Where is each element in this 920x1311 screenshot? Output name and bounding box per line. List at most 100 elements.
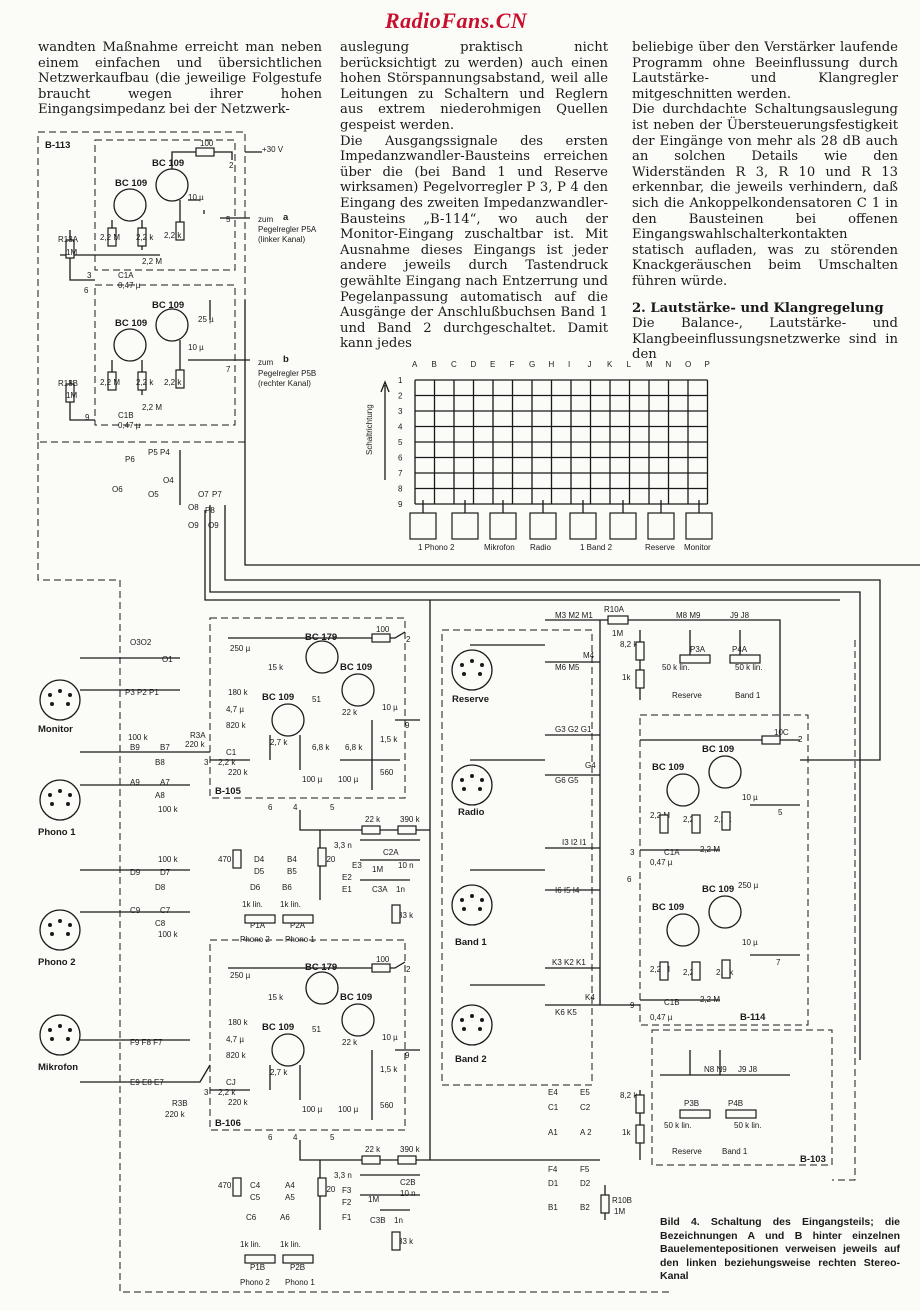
matrix-row-label: 8 [398,485,403,494]
section-heading: 2. Lautstärke- und Klangregelung [632,300,884,316]
din-pin [48,1028,52,1032]
svg-text:A1: A1 [548,1128,558,1137]
svg-text:3: 3 [87,271,92,280]
svg-text:2,2 M: 2,2 M [142,403,162,412]
key-button [409,512,437,540]
matrix-col-label: L [627,360,632,369]
svg-text:2,2 M: 2,2 M [100,378,120,387]
ground-dash [37,442,670,1293]
din-pin [462,672,466,676]
svg-text:820 k: 820 k [226,721,247,730]
svg-text:2,7 k: 2,7 k [270,738,288,747]
svg-text:P3A: P3A [690,645,706,654]
svg-text:2,7 k: 2,7 k [270,1068,288,1077]
svg-text:B9: B9 [130,743,140,752]
svg-text:O8: O8 [188,503,199,512]
svg-text:50 k lin.: 50 k lin. [735,663,763,672]
din-pin [58,789,62,793]
svg-text:4: 4 [293,1133,298,1142]
svg-text:250 µ: 250 µ [230,971,251,980]
svg-text:A6: A6 [280,1213,290,1222]
label-radio: Radio [458,807,485,818]
b114-stage-a: BC 109 BC 109 10C 2 10 µ 5 2,2 M 2,2 k 2… [627,728,803,884]
din-pin [480,778,484,782]
transistor [155,168,189,202]
svg-text:A 2: A 2 [580,1128,592,1137]
svg-text:M6 M5: M6 M5 [555,663,580,672]
svg-text:5: 5 [778,808,783,817]
svg-text:1,5 k: 1,5 k [380,735,398,744]
matrix-col-label: I [568,360,570,369]
svg-text:E4: E4 [548,1088,558,1097]
svg-text:D1: D1 [548,1179,559,1188]
svg-text:B8: B8 [155,758,165,767]
svg-text:100 k: 100 k [128,733,149,742]
din-socket [451,884,493,926]
svg-text:+30 V: +30 V [262,145,284,154]
label-mikrofon: Mikrofon [38,1062,78,1073]
matrix-col-label: N [666,360,672,369]
label-monitor: Monitor [38,724,73,735]
din-pin [66,702,70,706]
svg-text:O3O2: O3O2 [130,638,152,647]
module-b113-box [37,131,246,443]
b113-stage-b: BC 109 BC 109 25 µ 10 µ 2,2 M 2,2 k 2,2 … [100,300,316,412]
matrix-col-label: O [685,360,691,369]
svg-text:10 µ: 10 µ [382,1033,398,1042]
svg-text:D4: D4 [254,855,265,864]
din-pin [462,787,466,791]
paragraph: Die Balance-, Lautstärke- und Klangbeein… [632,316,898,363]
svg-text:50 k lin.: 50 k lin. [734,1121,762,1130]
svg-text:2,2 k: 2,2 k [164,231,182,240]
svg-text:100: 100 [200,139,214,148]
din-pin [462,907,466,911]
din-pin [66,932,70,936]
din-sockets [39,649,493,1056]
transistor [155,308,189,342]
svg-text:560: 560 [380,1101,394,1110]
key-button [609,512,637,540]
svg-text:3: 3 [204,758,209,767]
svg-text:Phono 2: Phono 2 [240,935,270,944]
svg-text:Phono 1: Phono 1 [285,1278,315,1287]
svg-text:BC 109: BC 109 [115,178,147,189]
svg-text:2: 2 [406,635,411,644]
din-pin [460,778,464,782]
matrix-col-label: E [490,360,495,369]
din-pin [478,1027,482,1031]
svg-text:220 k: 220 k [185,740,206,749]
svg-text:R13A: R13A [58,235,79,244]
svg-text:Radio: Radio [530,543,551,552]
svg-text:R3A: R3A [190,731,206,740]
svg-text:O7: O7 [198,490,209,499]
svg-text:3,3 n: 3,3 n [334,1171,352,1180]
svg-text:A5: A5 [285,1193,295,1202]
level-pots-top: R10A 1M 8,2 k 1k M8 M9 J9 J8 P3A P4A 50 … [604,605,781,740]
paragraph: auslegung praktisch nicht berücksichtigt… [340,40,608,133]
svg-text:1n: 1n [394,1216,403,1225]
module-b106-box [209,939,406,1131]
svg-text:b: b [283,354,289,365]
svg-text:D7: D7 [160,868,171,877]
svg-text:6: 6 [84,286,89,295]
svg-text:R13B: R13B [58,379,78,388]
svg-text:E3: E3 [352,861,362,870]
svg-text:1M: 1M [66,391,77,400]
svg-text:1k lin.: 1k lin. [280,900,301,909]
key-button [489,512,517,540]
svg-text:N8 N9: N8 N9 [704,1065,727,1074]
matrix-row-label: 4 [398,423,403,432]
din-pin [460,1018,464,1022]
matrix-col-label: P [705,360,710,369]
svg-text:220: 220 [322,1185,336,1194]
label-b114: B-114 [740,1012,766,1023]
svg-text:1k lin.: 1k lin. [240,1240,261,1249]
svg-text:D2: D2 [580,1179,591,1188]
svg-text:F2: F2 [342,1198,352,1207]
svg-text:390 k: 390 k [400,1145,421,1154]
svg-text:B6: B6 [282,883,292,892]
label-b103: B-103 [800,1154,826,1165]
svg-text:C3B: C3B [370,1216,386,1225]
svg-text:1 Band 2: 1 Band 2 [580,543,613,552]
matrix-row-label: 2 [398,392,403,401]
